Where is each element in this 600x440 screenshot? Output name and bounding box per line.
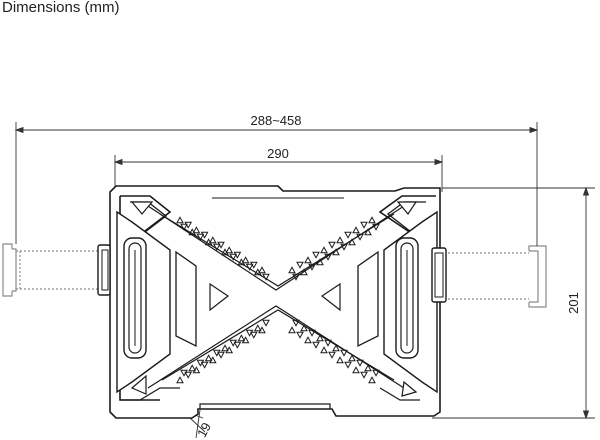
perforation-hole	[184, 371, 193, 379]
perforation-hole	[308, 263, 316, 271]
perforation-hole	[352, 366, 360, 374]
perforation-hole	[233, 341, 242, 349]
perforation-hole	[360, 371, 368, 379]
perforation-hole	[292, 273, 300, 281]
perforation-hole	[348, 354, 356, 362]
total-width-label: 288~458	[251, 113, 302, 128]
dimension-lines	[14, 122, 595, 439]
perforation-hole	[340, 349, 348, 357]
perforation-hole	[258, 326, 266, 334]
height-label: 201	[566, 292, 581, 314]
perforation-hole	[336, 236, 344, 244]
perforation-hole	[176, 376, 184, 384]
perforation-hole	[217, 241, 225, 249]
perforation-hole	[253, 324, 262, 332]
perforation-hole	[364, 364, 372, 372]
perforation-hole	[225, 246, 234, 254]
perforation-hole	[217, 351, 225, 359]
perforation-hole	[200, 361, 209, 369]
perforation-hole	[288, 266, 296, 274]
perforation-hole	[176, 216, 184, 224]
perforation-pattern	[176, 216, 380, 384]
perforation-hole	[324, 253, 332, 261]
perforation-hole	[368, 216, 376, 224]
perforation-hole	[241, 256, 250, 264]
perforation-hole	[249, 331, 258, 339]
perforation-hole	[262, 273, 270, 281]
perforation-hole	[348, 238, 356, 246]
perforation-hole	[212, 243, 221, 251]
perforation-hole	[344, 361, 352, 369]
perforation-hole	[296, 331, 304, 339]
perforation-hole	[241, 336, 250, 344]
perforation-hole	[304, 336, 312, 344]
perforation-hole	[208, 356, 217, 364]
mounting-plate	[97, 185, 447, 419]
perforation-hole	[229, 253, 238, 261]
perforation-hole	[192, 226, 201, 234]
left-extension-arm	[2, 243, 100, 297]
perforation-hole	[258, 266, 266, 274]
perforation-hole	[300, 324, 308, 332]
perforation-hole	[312, 341, 320, 349]
perforation-hole	[320, 246, 328, 254]
perforation-hole	[360, 221, 368, 229]
perforation-hole	[304, 256, 312, 264]
perforation-hole	[356, 233, 364, 241]
perforation-hole	[372, 223, 380, 231]
perforation-hole	[204, 354, 213, 362]
perforation-hole	[368, 376, 376, 384]
perforation-hole	[237, 334, 246, 342]
perforation-hole	[324, 339, 332, 347]
perforation-hole	[332, 248, 340, 256]
depth-label: 19	[194, 420, 214, 440]
perforation-hole	[233, 251, 242, 259]
perforation-hole	[192, 366, 201, 374]
diagram-title: Dimensions (mm)	[2, 0, 120, 16]
perforation-hole	[328, 241, 336, 249]
perforation-hole	[188, 364, 197, 372]
perforation-hole	[344, 231, 352, 239]
perforation-hole	[312, 251, 320, 259]
perforation-hole	[292, 319, 300, 327]
perforation-hole	[262, 319, 270, 327]
perforation-hole	[340, 243, 348, 251]
perforation-hole	[200, 231, 209, 239]
perforation-hole	[300, 268, 308, 276]
perforation-hole	[352, 226, 360, 234]
perforation-hole	[372, 369, 380, 377]
right-extension-arm	[440, 245, 547, 308]
perforation-hole	[332, 344, 340, 352]
perforation-hole	[180, 223, 188, 231]
perforation-hole	[336, 356, 344, 364]
perforation-hole	[356, 359, 364, 367]
perforation-hole	[328, 351, 336, 359]
perforation-hole	[225, 346, 234, 354]
perforation-hole	[288, 326, 296, 334]
perforation-hole	[196, 233, 205, 241]
perforation-hole	[249, 261, 258, 269]
perforation-hole	[208, 236, 217, 244]
plate-width-label: 290	[267, 146, 289, 161]
perforation-hole	[316, 334, 324, 342]
perforation-hole	[320, 346, 328, 354]
perforation-hole	[296, 261, 304, 269]
perforation-hole	[221, 344, 229, 352]
perforation-hole	[308, 329, 316, 337]
perforation-hole	[184, 221, 193, 229]
perforation-hole	[245, 263, 254, 271]
perforation-hole	[316, 258, 324, 266]
perforation-hole	[364, 228, 372, 236]
